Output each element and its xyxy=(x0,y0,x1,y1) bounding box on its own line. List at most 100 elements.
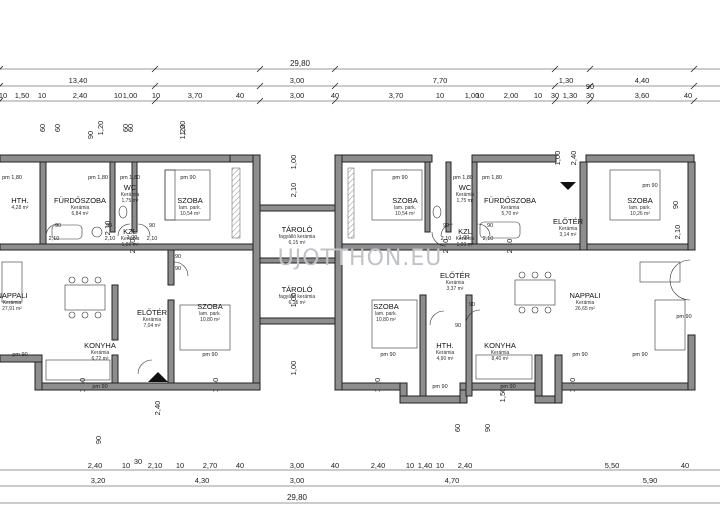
opening-size-tag: 90 xyxy=(175,266,181,272)
room-area: 26,65 m² xyxy=(575,306,595,312)
room-floor-type: Kerámia xyxy=(436,350,455,356)
opening-size-tag: pm 1,80 xyxy=(482,175,502,181)
bottom-detail-dimension: 40 xyxy=(236,461,244,470)
opening-size-tag: 90 xyxy=(455,323,461,329)
vertical-dimension: 2,40 xyxy=(153,401,162,416)
room-name: KONYHA xyxy=(84,341,116,350)
top-detail-dimension: 40 xyxy=(684,91,692,100)
room-floor-type: Kerámia xyxy=(143,317,162,323)
opening-size-tag: 1,00 xyxy=(459,235,470,241)
bottom-dimension-3: 3,00 xyxy=(290,476,305,485)
opening-size-tag: 90 xyxy=(175,254,181,260)
bottom-detail-dimension: 10 xyxy=(406,461,414,470)
opening-size-tag: 90 xyxy=(487,223,493,229)
room-area: 1,00 m² xyxy=(122,242,139,248)
room-area: 4,28 m² xyxy=(12,205,29,211)
entrance-arrow-icon xyxy=(148,372,168,382)
bottom-detail-dimension: 10 xyxy=(176,461,184,470)
vertical-dimension: 1,20 xyxy=(178,125,187,140)
bottom-detail-dimension: 3,00 xyxy=(290,461,305,470)
top-detail-dimension: 10 xyxy=(0,91,7,100)
top-detail-dimension: 3,70 xyxy=(188,91,203,100)
doors xyxy=(45,223,691,375)
bottom-detail-dimension: 2,70 xyxy=(203,461,218,470)
opening-size-tag: pm 90 xyxy=(432,384,447,390)
room-name: FÜRDŐSZOBA xyxy=(484,196,536,205)
vertical-dimension: 1,00 xyxy=(289,293,298,308)
room-area: 10,54 m² xyxy=(395,211,415,217)
bottom-detail-dimension: 40 xyxy=(681,461,689,470)
entrance-arrow-icon xyxy=(560,182,576,190)
opening-size-tag: pm 1,80 xyxy=(88,175,108,181)
room-area: 7,04 m² xyxy=(144,323,161,329)
room-name: ELŐTÉR xyxy=(553,217,584,226)
top-detail-dimension: 40 xyxy=(331,91,339,100)
opening-size-tag: 90 xyxy=(149,223,155,229)
room-name: KONYHA xyxy=(484,341,516,350)
opening-size-tag: 90 xyxy=(106,223,112,229)
room-floor-type: Kerámia xyxy=(121,236,140,242)
bottom-detail-dimension: 10 xyxy=(122,461,130,470)
bottom-dimension-4: 4,70 xyxy=(445,476,460,485)
top-detail-dimension: 10 xyxy=(476,91,484,100)
bottom-detail-dimension: 1,40 xyxy=(418,461,433,470)
vertical-dimension: 60 xyxy=(453,424,462,432)
vertical-dimension: 2,10 xyxy=(673,225,682,240)
opening-size-tag: pm 1,80 xyxy=(453,175,473,181)
opening-size-tag: pm 90 xyxy=(572,352,587,358)
opening-size-tag: pm 90 xyxy=(202,352,217,358)
opening-size-tag: pm 90 xyxy=(12,352,27,358)
room-area: 5,70 m² xyxy=(502,211,519,217)
room-label: NAPPALIKerámia27,91 m² xyxy=(0,291,28,312)
room-name: SZOBA xyxy=(627,196,652,205)
room-name: NAPPALI xyxy=(569,291,600,300)
room-name: TÁROLÓ xyxy=(282,285,313,294)
opening-size-tag: 2,10 xyxy=(441,236,452,242)
insulation-hatch xyxy=(231,167,241,239)
furniture xyxy=(1,169,686,381)
vertical-dimension: 60 xyxy=(38,124,47,132)
room-area: 1,75 m² xyxy=(122,198,139,204)
room-floor-type: Kerámia xyxy=(491,350,510,356)
room-name: ELŐTÉR xyxy=(440,271,471,280)
room-area: 27,91 m² xyxy=(2,306,22,312)
vertical-dimension: 2,10 xyxy=(103,221,112,236)
room-floor-type: lam. park. xyxy=(199,311,221,317)
top-dimension-1: 13,40 xyxy=(69,76,88,85)
room-floor-type: Kerámia xyxy=(446,280,465,286)
room-name: KZL xyxy=(458,227,472,236)
vertical-dimension: 1,00 xyxy=(289,155,298,170)
opening-size-tag: 2,10 xyxy=(483,236,494,242)
room-name: FÜRDŐSZOBA xyxy=(54,196,106,205)
room-area: 1,75 m² xyxy=(457,198,474,204)
top-detail-dimension: 1,00 xyxy=(123,91,138,100)
top-detail-dimension: 2,00 xyxy=(504,91,519,100)
top-detail-dimension: 1,30 xyxy=(563,91,578,100)
room-floor-type: lam. park. xyxy=(394,205,416,211)
room-name: WC xyxy=(459,183,472,192)
room-name: HTH. xyxy=(436,341,454,350)
room-area: 10,54 m² xyxy=(180,211,200,217)
room-area: 10,80 m² xyxy=(376,317,396,323)
room-floor-type: fagyálló kerámia xyxy=(279,234,316,240)
room-floor-type: Kerámia xyxy=(456,192,475,198)
vertical-dimension: 60 xyxy=(53,124,62,132)
